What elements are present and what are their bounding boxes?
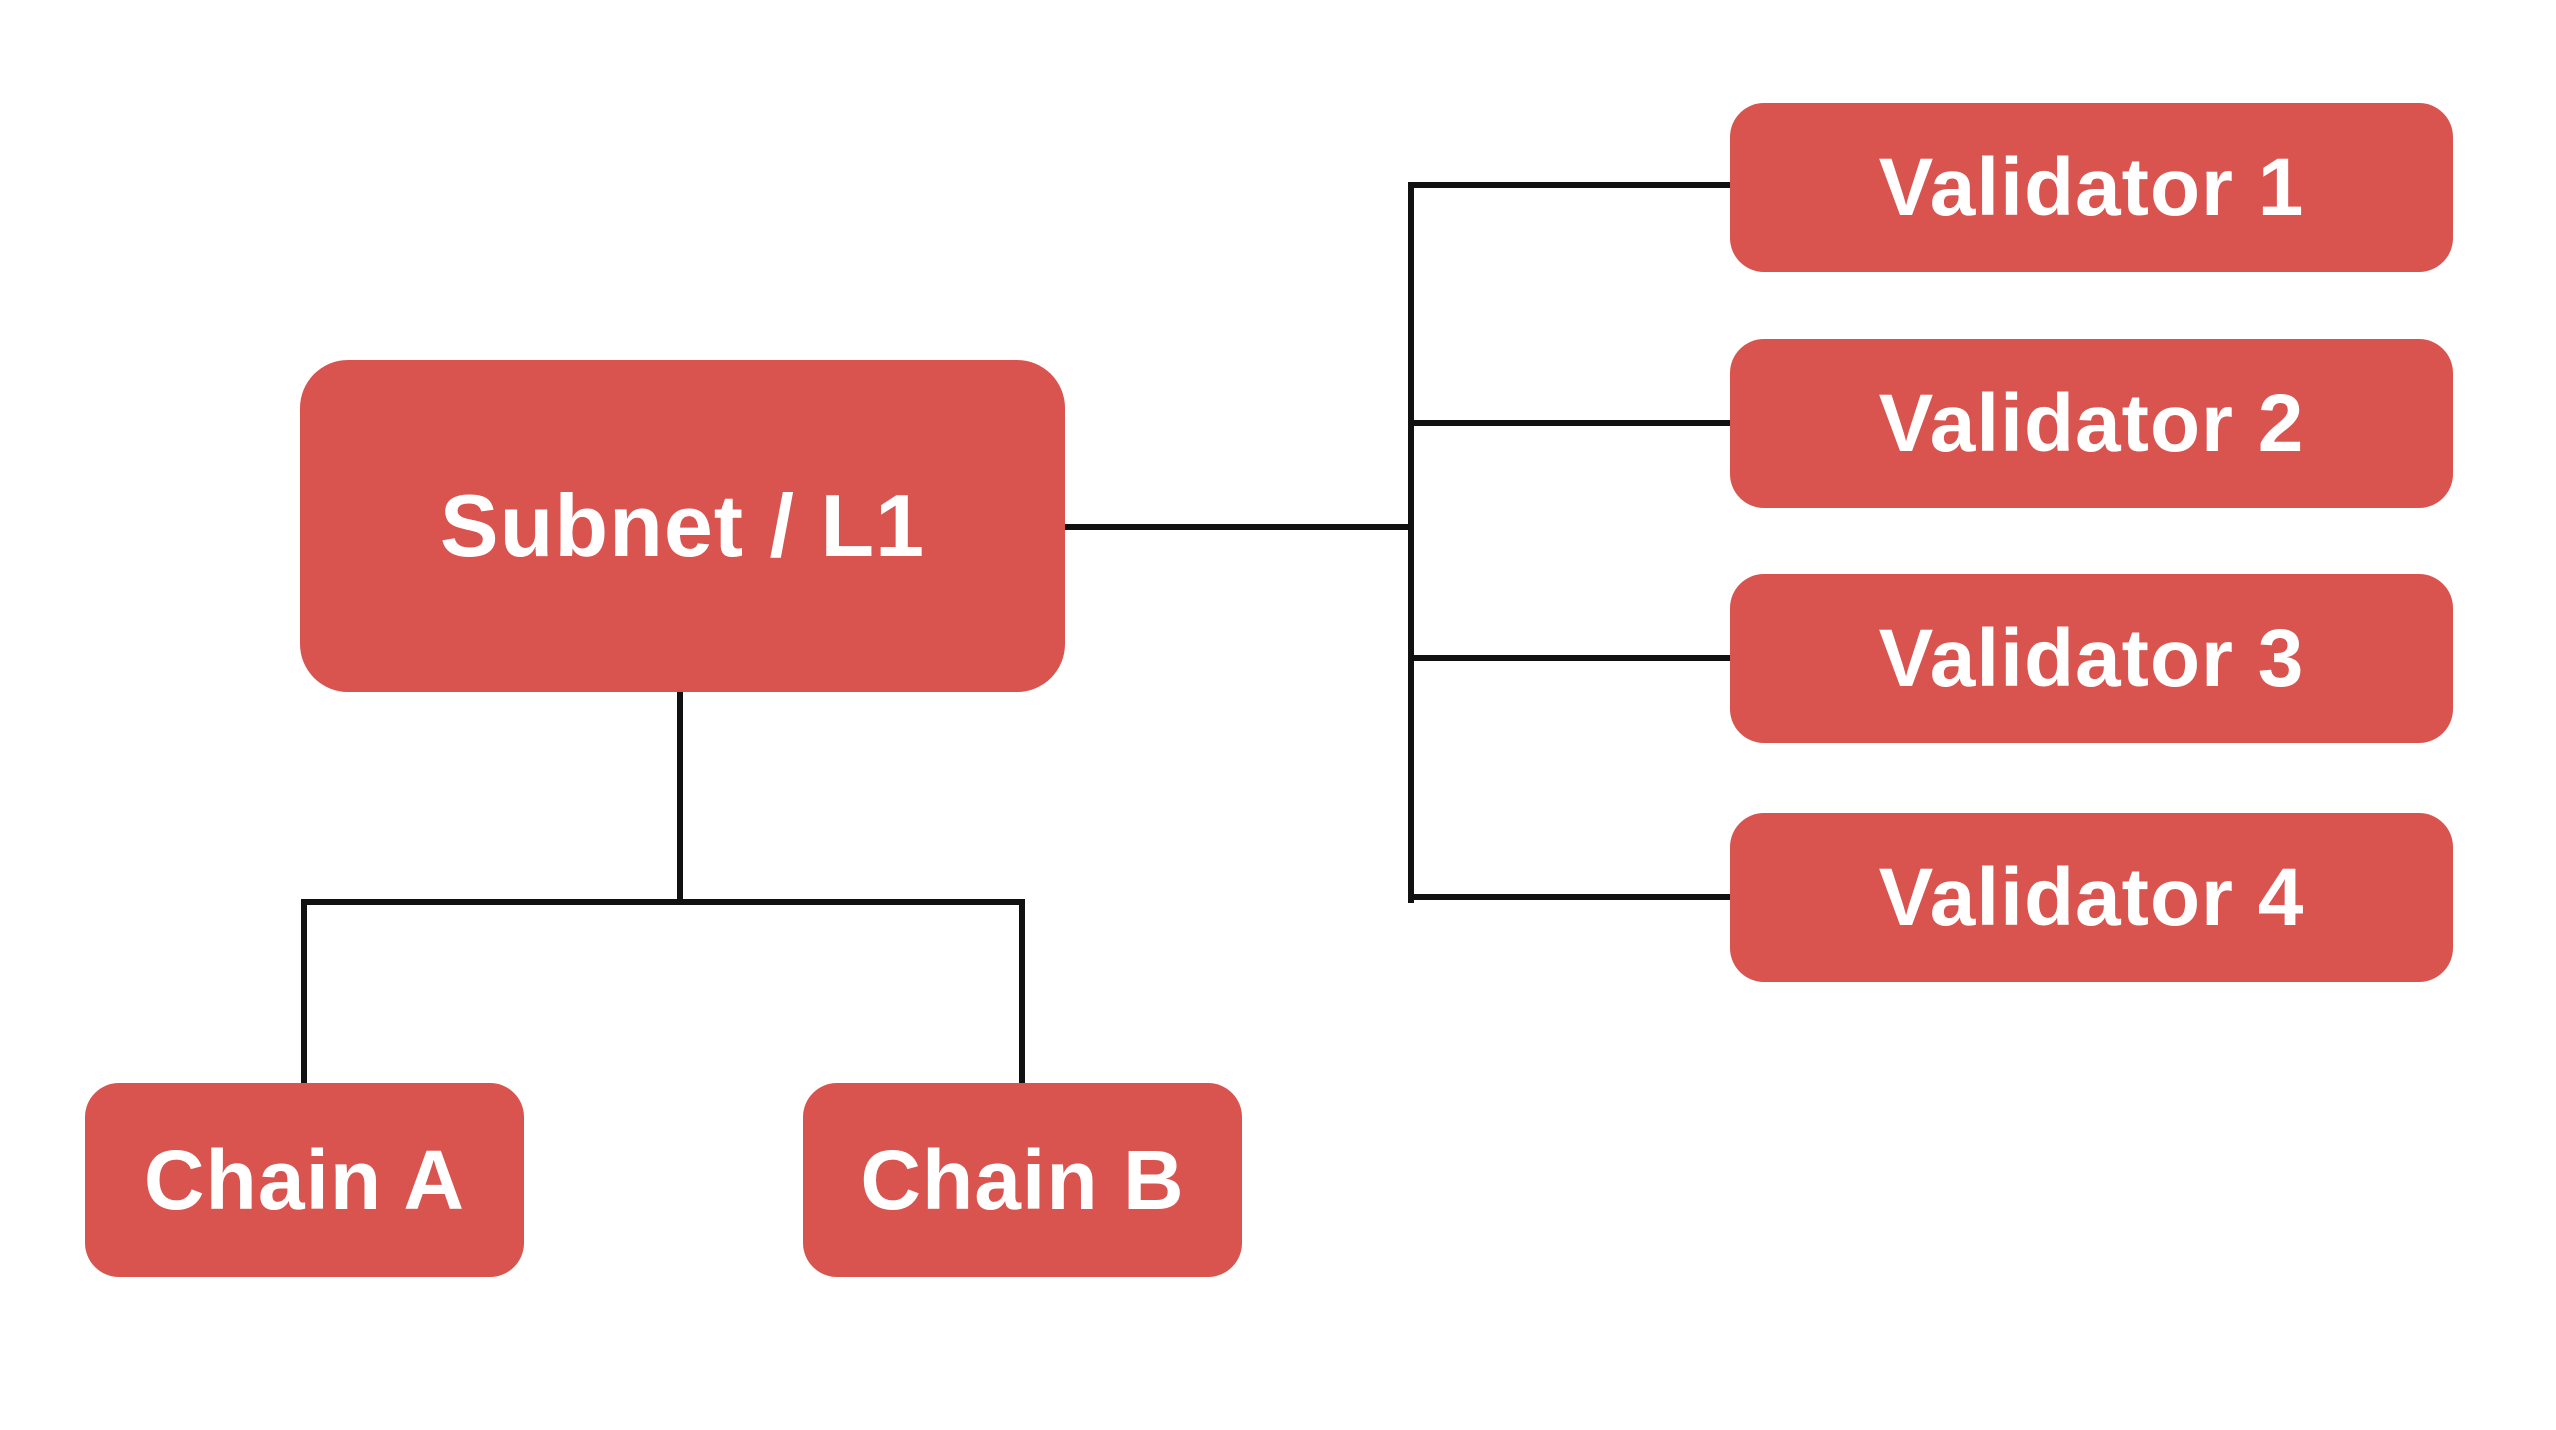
connector-chain-a-drop bbox=[301, 899, 307, 1083]
connector-chain-b-drop bbox=[1019, 899, 1025, 1083]
connector-root-to-trunk-horizontal bbox=[1065, 524, 1414, 530]
connector-branch-validator-4 bbox=[1408, 894, 1730, 900]
node-chain-b: Chain B bbox=[803, 1083, 1242, 1277]
node-chain-b-label: Chain B bbox=[860, 1132, 1185, 1227]
node-validator-1-label: Validator 1 bbox=[1878, 141, 2305, 233]
node-validator-4: Validator 4 bbox=[1730, 813, 2453, 982]
node-chain-a-label: Chain A bbox=[143, 1132, 466, 1227]
node-subnet-l1: Subnet / L1 bbox=[300, 360, 1065, 692]
connector-root-to-chains-vertical bbox=[677, 692, 683, 905]
node-validator-2: Validator 2 bbox=[1730, 339, 2453, 508]
node-validator-3: Validator 3 bbox=[1730, 574, 2453, 743]
connector-branch-validator-1 bbox=[1408, 182, 1730, 188]
node-validator-2-label: Validator 2 bbox=[1878, 377, 2305, 469]
connector-branch-validator-2 bbox=[1408, 420, 1730, 426]
node-validator-3-label: Validator 3 bbox=[1878, 612, 2305, 704]
node-validator-1: Validator 1 bbox=[1730, 103, 2453, 272]
node-validator-4-label: Validator 4 bbox=[1878, 851, 2305, 943]
connector-chains-tee-horizontal bbox=[301, 899, 1025, 905]
node-subnet-l1-label: Subnet / L1 bbox=[439, 476, 926, 575]
connector-branch-validator-3 bbox=[1408, 655, 1730, 661]
connector-validator-trunk bbox=[1408, 182, 1414, 903]
node-chain-a: Chain A bbox=[85, 1083, 524, 1277]
